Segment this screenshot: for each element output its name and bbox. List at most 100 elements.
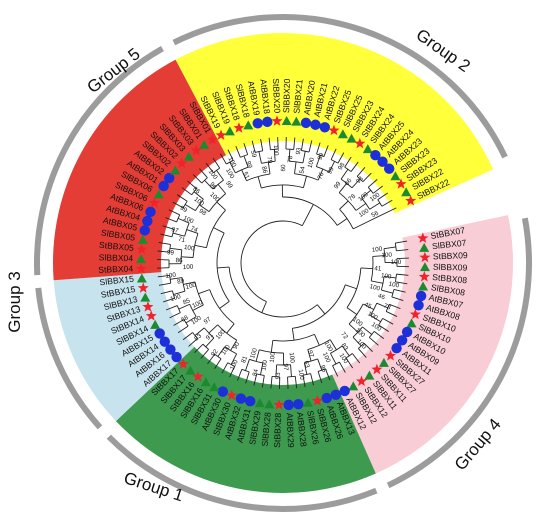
tree-branch (324, 368, 331, 381)
tree-branch (384, 275, 397, 279)
bootstrap-value: 97 (306, 350, 315, 359)
group-sector (115, 346, 376, 493)
bootstrap-value: 66 (344, 177, 354, 187)
tree-branch (371, 280, 384, 284)
tree-branch (317, 358, 323, 371)
tree-branch (291, 328, 295, 341)
leaf-label: StBBX20 (271, 78, 282, 113)
tree-branch (345, 357, 354, 369)
atbbx-circle-marker (164, 172, 175, 184)
bootstrap-value: 100 (381, 252, 392, 260)
bootstrap-value: 78 (347, 193, 357, 203)
tree-branch (199, 168, 208, 178)
slbbx-triangle-marker (337, 129, 348, 139)
bootstrap-value: 97 (170, 226, 179, 235)
tree-branch (385, 304, 390, 312)
tree-branch (255, 150, 263, 153)
tree-branch (171, 229, 175, 237)
tree-branch (383, 246, 396, 250)
stbbx-star-marker (273, 399, 285, 410)
atbbx-circle-marker (413, 300, 424, 311)
tree-branch (194, 244, 207, 249)
group-2-label: Group 2 (413, 25, 474, 76)
tree-branch (169, 312, 181, 319)
tree-branch (208, 324, 218, 334)
atbbx-circle-marker (415, 290, 427, 302)
tree-branch (301, 204, 314, 226)
tree-branch (367, 179, 378, 188)
slbbx-triangle-marker (378, 357, 389, 367)
atbbx-circle-marker (145, 206, 156, 218)
tree-branch (381, 199, 393, 207)
bootstrap-value: 100 (366, 310, 379, 322)
leaf-label: AtBBX28 (295, 412, 309, 448)
leaf-label: StBBX08 (432, 272, 468, 285)
tree-branch (228, 267, 318, 318)
bootstrap-value: 96 (208, 181, 218, 191)
leaf-label: SlBBX07 (432, 238, 467, 252)
stbbx-star-marker (409, 308, 421, 320)
tree-branch (230, 339, 238, 351)
bootstrap-value: 93 (275, 372, 282, 380)
tree-branch (363, 342, 373, 352)
tree-branch (192, 332, 198, 339)
atbbx-circle-marker (165, 344, 176, 355)
tree-branch (386, 311, 398, 317)
tree-branch (217, 346, 226, 357)
stbbx-star-marker (354, 137, 366, 149)
tree-branch (378, 324, 389, 332)
bootstrap-value: 86 (175, 257, 183, 264)
leaf-label: SlBBX20 (281, 78, 292, 113)
tree-branch (194, 327, 205, 336)
tree-branch (328, 161, 335, 173)
tree-branch (212, 157, 221, 169)
stbbx-star-marker (233, 122, 245, 133)
tree-branch (169, 247, 182, 251)
tree-branch (302, 375, 306, 388)
tree-branch (345, 284, 357, 290)
tree-branch (217, 184, 227, 194)
slbbx-triangle-marker (364, 370, 375, 380)
tree-branch (205, 162, 214, 173)
tree-branch (177, 217, 190, 224)
tree-branch (300, 138, 304, 151)
tree-branch (307, 349, 312, 362)
atbbx-circle-marker (252, 118, 263, 129)
tree-branch (377, 199, 383, 207)
group-outer-arc (34, 45, 164, 276)
bootstrap-value: 96 (318, 364, 327, 373)
tree-branch (258, 151, 262, 164)
atbbx-circle-marker (391, 343, 402, 354)
tree-branch (369, 337, 379, 346)
tree-branch (341, 345, 350, 357)
bootstrap-value: 98 (198, 208, 208, 218)
tree-branch (372, 185, 383, 194)
bootstrap-value: 100 (272, 145, 280, 156)
tree-branch (330, 353, 337, 365)
tree-branch (346, 267, 362, 308)
bootstrap-value: 100 (165, 272, 177, 280)
slbbx-triangle-marker (200, 377, 211, 387)
tree-branch (226, 323, 235, 334)
bootstrap-value: 83 (339, 342, 349, 352)
tree-branch (314, 334, 320, 346)
tree-branch (344, 156, 352, 168)
tree-branch (303, 362, 308, 375)
tree-branch (317, 371, 323, 384)
tree-branch (176, 305, 181, 313)
group-sector (175, 33, 494, 214)
tree-branch (346, 307, 358, 315)
tree-branch (157, 250, 170, 253)
tree-branch (160, 290, 173, 295)
stbbx-star-marker (215, 129, 227, 140)
tree-branch (240, 220, 303, 303)
tree-branch (355, 203, 367, 211)
group-sector (332, 215, 513, 474)
atbbx-circle-marker (370, 149, 381, 161)
bootstrap-value: 100 (170, 293, 183, 303)
bootstrap-value: 99 (317, 152, 326, 161)
bootstrap-value: 99 (179, 205, 189, 215)
tree-branch (260, 138, 264, 151)
tree-branch (381, 289, 394, 294)
